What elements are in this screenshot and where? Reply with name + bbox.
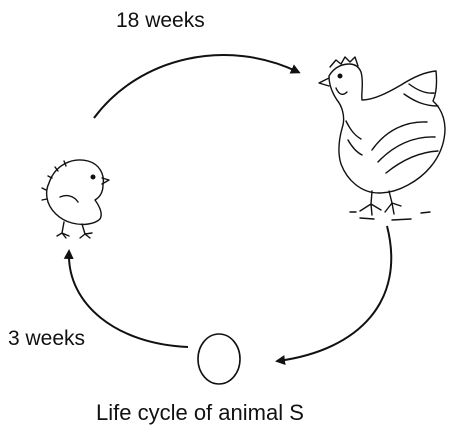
arrow-hen-to-egg xyxy=(278,226,391,361)
life-cycle-diagram xyxy=(0,0,466,400)
egg-icon xyxy=(198,334,240,384)
arrow-egg-to-chick xyxy=(69,252,188,347)
arrow-chick-to-hen xyxy=(94,55,298,118)
chick-icon xyxy=(42,160,109,238)
hen-icon xyxy=(319,57,445,220)
diagram-caption: Life cycle of animal S xyxy=(96,402,304,424)
